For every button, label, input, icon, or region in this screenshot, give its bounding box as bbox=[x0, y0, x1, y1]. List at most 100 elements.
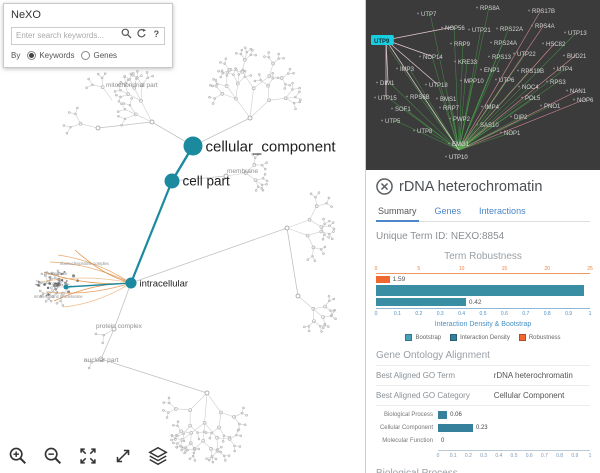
graph-toolbar bbox=[6, 444, 170, 468]
interaction-network-panel: UTP7 RPS8A RPS17B NOP56 UTP21 RPS22A RPS4A UTP1… bbox=[366, 0, 600, 170]
svg-text:RPS19B: RPS19B bbox=[521, 69, 544, 75]
radio-icon bbox=[81, 50, 91, 60]
svg-text:cellular_component: cellular_component bbox=[206, 138, 337, 155]
svg-text:NOP56: NOP56 bbox=[445, 26, 465, 32]
search-button[interactable] bbox=[121, 28, 132, 39]
zoom-out-button[interactable] bbox=[41, 444, 65, 468]
detail-tabs: Summary Genes Interactions bbox=[376, 203, 590, 222]
mode-keywords-radio[interactable]: Keywords bbox=[27, 50, 74, 60]
svg-text:intracellular: intracellular bbox=[140, 278, 189, 289]
svg-text:UTP10: UTP10 bbox=[449, 155, 468, 161]
right-panel: UTP7 RPS8A RPS17B NOP56 UTP21 RPS22A RPS4A UTP1… bbox=[365, 0, 600, 473]
svg-text:mitochondrial part: mitochondrial part bbox=[106, 82, 158, 89]
svg-text:RPS4A: RPS4A bbox=[535, 24, 555, 30]
interaction-network-graph[interactable]: UTP7 RPS8A RPS17B NOP56 UTP21 RPS22A RPS4A UTP1… bbox=[366, 0, 600, 170]
svg-text:RPS13: RPS13 bbox=[492, 55, 512, 61]
expand-icon bbox=[116, 449, 130, 463]
zoom-out-icon bbox=[44, 447, 62, 465]
alignment-row-value: rDNA heterochromatin bbox=[493, 371, 573, 380]
svg-text:BUD21: BUD21 bbox=[567, 54, 587, 60]
robustness-bottom-axis-line bbox=[376, 308, 590, 309]
svg-text:SOF1: SOF1 bbox=[395, 107, 411, 113]
svg-text:RPS3: RPS3 bbox=[550, 80, 566, 86]
svg-text:cell part: cell part bbox=[183, 174, 231, 189]
alignment-row-term: Best Aligned GO Term rDNA heterochromati… bbox=[376, 365, 590, 385]
svg-text:nuclear part: nuclear part bbox=[84, 357, 119, 364]
svg-text:PNO1: PNO1 bbox=[544, 104, 561, 110]
svg-text:HSC82: HSC82 bbox=[546, 42, 566, 48]
svg-text:RPS6B: RPS6B bbox=[410, 95, 430, 101]
radio-selected-icon bbox=[27, 50, 37, 60]
term-title: rDNA heterochromatin bbox=[399, 178, 543, 195]
tab-genes[interactable]: Genes bbox=[434, 206, 462, 216]
mode-genes-radio[interactable]: Genes bbox=[81, 50, 118, 60]
svg-text:UTP15: UTP15 bbox=[378, 96, 397, 102]
svg-text:IMP3: IMP3 bbox=[400, 67, 415, 73]
tab-summary[interactable]: Summary bbox=[376, 203, 419, 222]
svg-text:membrane: membrane bbox=[227, 168, 258, 175]
svg-text:DIP2: DIP2 bbox=[514, 115, 528, 121]
svg-text:small-subunit processome: small-subunit processome bbox=[34, 294, 83, 299]
close-icon bbox=[376, 178, 393, 195]
unique-term-id: Unique Term ID: NEXO:8854 bbox=[376, 231, 505, 242]
svg-text:POL5: POL5 bbox=[525, 96, 541, 102]
robustness-section-heading: Term Robustness bbox=[444, 251, 522, 262]
svg-text:NOC4: NOC4 bbox=[522, 85, 539, 91]
svg-text:UTP21: UTP21 bbox=[472, 28, 491, 34]
alignment-row-label: Best Aligned GO Term bbox=[376, 371, 455, 380]
svg-text:UTP9: UTP9 bbox=[374, 39, 390, 45]
svg-text:MPP10: MPP10 bbox=[464, 79, 484, 85]
svg-text:SAS10: SAS10 bbox=[480, 123, 499, 129]
close-detail-button[interactable] bbox=[376, 178, 393, 195]
svg-text:UTP5: UTP5 bbox=[385, 119, 401, 125]
layers-button[interactable] bbox=[146, 444, 170, 468]
svg-text:RPS8A: RPS8A bbox=[480, 6, 500, 12]
fit-content-button[interactable] bbox=[76, 444, 100, 468]
question-icon: ? bbox=[154, 29, 160, 39]
alignment-row-category: Best Aligned GO Category Cellular Compon… bbox=[376, 385, 590, 406]
svg-text:UTP7: UTP7 bbox=[421, 12, 437, 18]
svg-text:preribosome: preribosome bbox=[44, 271, 68, 276]
svg-text:NOP6: NOP6 bbox=[577, 98, 594, 104]
svg-text:RPS22A: RPS22A bbox=[500, 27, 523, 33]
svg-text:protein complex: protein complex bbox=[96, 323, 143, 330]
svg-text:RPS24A: RPS24A bbox=[494, 41, 517, 47]
svg-text:ribonucleoprotein complex: ribonucleoprotein complex bbox=[60, 261, 110, 266]
refresh-icon bbox=[137, 28, 146, 38]
alignment-row-value: Cellular Component bbox=[493, 391, 565, 400]
svg-text:ENP1: ENP1 bbox=[484, 68, 500, 74]
svg-text:UTP4: UTP4 bbox=[557, 67, 573, 73]
zoom-in-icon bbox=[9, 447, 27, 465]
term-detail-panel: rDNA heterochromatin Summary Genes Inter… bbox=[366, 170, 600, 473]
svg-text:RPS17B: RPS17B bbox=[532, 9, 555, 15]
search-help-button[interactable]: ? bbox=[151, 28, 162, 39]
zoom-in-button[interactable] bbox=[6, 444, 30, 468]
svg-text:UTP22: UTP22 bbox=[517, 52, 536, 58]
svg-text:BMS1: BMS1 bbox=[440, 97, 457, 103]
layers-icon bbox=[148, 446, 168, 466]
tab-interactions[interactable]: Interactions bbox=[479, 206, 526, 216]
search-icon bbox=[121, 28, 132, 39]
fit-content-icon bbox=[80, 448, 96, 464]
svg-text:RRP7: RRP7 bbox=[443, 106, 460, 112]
expand-button[interactable] bbox=[111, 444, 135, 468]
by-label: By bbox=[11, 50, 21, 60]
mode-genes-label: Genes bbox=[93, 50, 118, 60]
robustness-top-axis-line bbox=[376, 273, 590, 274]
svg-text:NOP1: NOP1 bbox=[504, 131, 521, 137]
svg-text:UTP8: UTP8 bbox=[417, 129, 433, 135]
reset-search-button[interactable] bbox=[136, 28, 147, 39]
svg-text:RRP9: RRP9 bbox=[454, 42, 471, 48]
search-input[interactable] bbox=[11, 26, 165, 45]
svg-text:NAN1: NAN1 bbox=[570, 89, 587, 95]
alignment-section-heading: Gene Ontology Alignment bbox=[376, 350, 490, 361]
svg-text:UTP18: UTP18 bbox=[429, 83, 448, 89]
svg-text:KRE33: KRE33 bbox=[458, 60, 478, 66]
